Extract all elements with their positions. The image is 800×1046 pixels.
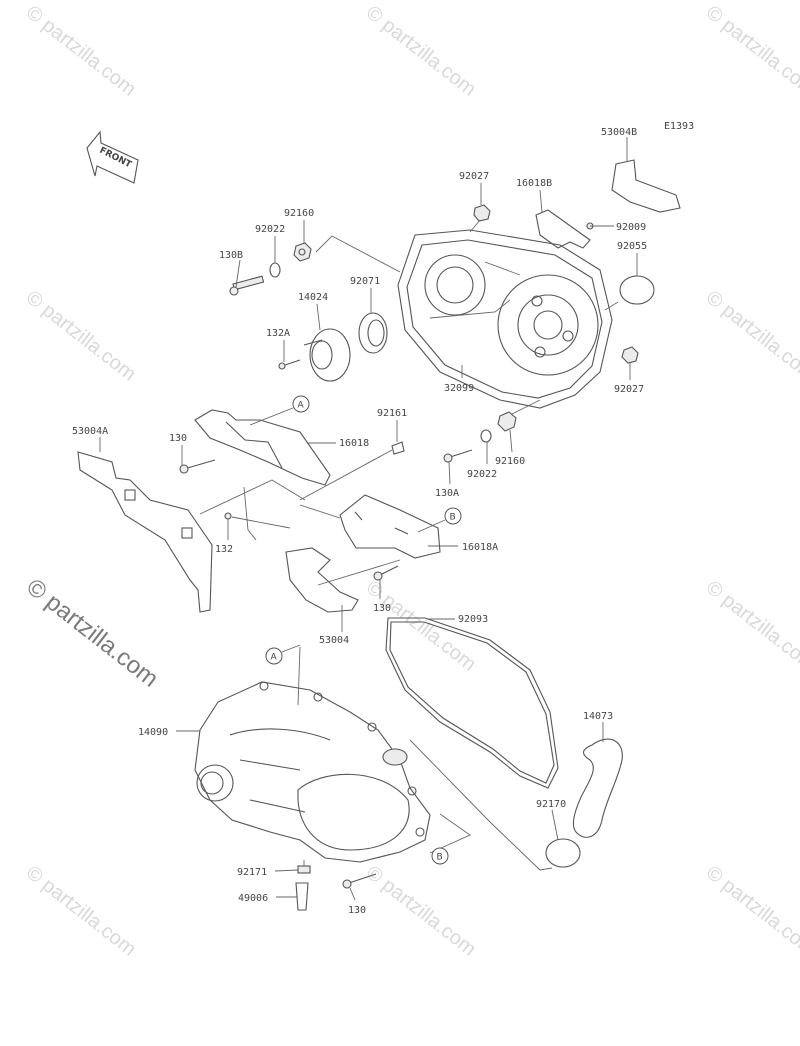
washer-92022-top <box>269 262 281 278</box>
insulator-53004A <box>77 451 213 613</box>
cap-49006 <box>295 882 309 911</box>
label-14090: 14090 <box>138 727 168 738</box>
watermark: © partzilla.com <box>702 577 800 676</box>
label-130B: 130B <box>219 250 243 261</box>
callout-b-top: B <box>444 507 462 525</box>
label-130-bottom: 130 <box>348 905 366 916</box>
svg-text:A: A <box>298 401 305 411</box>
oil-seal-92071 <box>358 312 388 354</box>
label-92027-bottom: 92027 <box>614 384 644 395</box>
clamp-92170 <box>545 838 581 868</box>
nut-92160-bottom <box>497 411 517 432</box>
insulator-53004B <box>611 159 681 213</box>
label-14024: 14024 <box>298 292 328 303</box>
plug-92027-top <box>473 204 491 222</box>
watermark: © partzilla.com <box>22 287 140 386</box>
bolt-130B <box>229 275 265 296</box>
label-16018A: 16018A <box>462 542 498 553</box>
label-92027-top: 92027 <box>459 171 489 182</box>
label-92055: 92055 <box>617 241 647 252</box>
clamp-92171 <box>297 865 311 874</box>
bushing <box>382 748 408 766</box>
inner-cover-14090 <box>194 681 431 863</box>
watermark: © partzilla.com <box>22 2 140 101</box>
watermark: © partzilla.com <box>702 862 800 961</box>
callout-a-top: A <box>292 395 310 413</box>
label-92022-bottom: 92022 <box>467 469 497 480</box>
watermark: © partzilla.com <box>702 2 800 101</box>
bolt-130-lower <box>373 565 399 581</box>
label-14073: 14073 <box>583 711 613 722</box>
svg-text:B: B <box>450 513 456 523</box>
guide-16018A <box>339 494 441 559</box>
diagram-code: E1393 <box>664 121 694 132</box>
watermark: © partzilla.com <box>362 2 480 101</box>
label-16018: 16018 <box>339 438 369 449</box>
guide-16018 <box>194 409 331 486</box>
clamp-92161 <box>391 441 405 455</box>
nut-92160-top <box>293 242 312 262</box>
label-92009: 92009 <box>616 222 646 233</box>
svg-text:B: B <box>437 853 443 863</box>
plate-16018B <box>535 209 591 249</box>
label-130-mid: 130 <box>169 433 187 444</box>
watermark: © partzilla.com <box>702 287 800 386</box>
label-92160-bottom: 92160 <box>495 456 525 467</box>
label-53004B: 53004B <box>601 127 637 138</box>
watermark: © partzilla.com <box>362 862 480 961</box>
label-92071: 92071 <box>350 276 380 287</box>
callout-a-bottom: A <box>265 647 283 665</box>
bolt-130A <box>443 449 473 463</box>
duct-14073 <box>572 738 623 838</box>
bolt-132A <box>278 359 301 370</box>
label-130A: 130A <box>435 488 459 499</box>
label-92171: 92171 <box>237 867 267 878</box>
washer-92022-bottom <box>480 429 492 443</box>
bolt-130-mid <box>179 459 216 474</box>
bolt-130-bottom <box>342 873 377 889</box>
outer-cover-32099 <box>397 229 613 409</box>
watermark: © partzilla.com <box>22 862 140 961</box>
watermarks: © partzilla.com © partzilla.com © partzi… <box>21 2 800 961</box>
watermark: © partzilla.com <box>21 573 163 692</box>
label-130-lower: 130 <box>373 603 391 614</box>
o-ring-92055 <box>619 275 655 305</box>
label-92022-top: 92022 <box>255 224 285 235</box>
label-92170: 92170 <box>536 799 566 810</box>
svg-text:A: A <box>271 653 278 663</box>
label-92160-top: 92160 <box>284 208 314 219</box>
leader-lines <box>99 137 638 901</box>
label-132A: 132A <box>266 328 290 339</box>
insulator-53004 <box>285 547 359 613</box>
part-labels: 53004B 92027 16018B 92009 92160 92022 13… <box>72 127 647 916</box>
label-53004A: 53004A <box>72 426 108 437</box>
label-16018B: 16018B <box>516 178 552 189</box>
label-132: 132 <box>215 544 233 555</box>
front-arrow-icon: FRONT <box>86 130 139 184</box>
plug-92027-bottom <box>621 346 639 364</box>
gasket-92093 <box>385 617 559 789</box>
label-49006: 49006 <box>238 893 268 904</box>
cap-14024 <box>303 328 351 382</box>
callout-b-bottom: B <box>431 847 449 865</box>
bolt-132 <box>224 512 232 520</box>
label-53004: 53004 <box>319 635 349 646</box>
label-32099: 32099 <box>444 383 474 394</box>
label-92093: 92093 <box>458 614 488 625</box>
label-92161: 92161 <box>377 408 407 419</box>
